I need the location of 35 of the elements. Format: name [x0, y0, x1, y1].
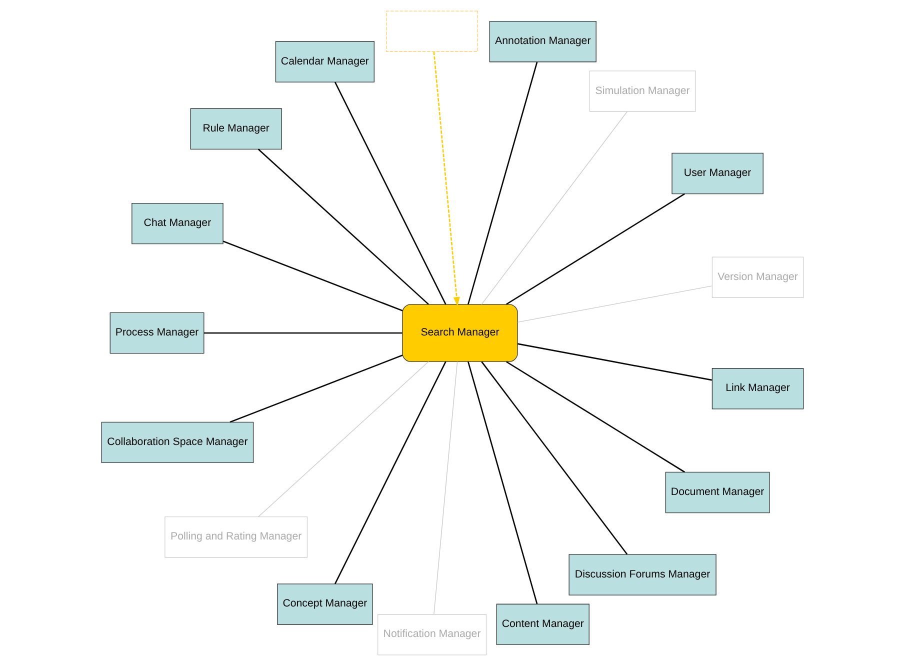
connector — [467, 361, 538, 604]
node-box: Chat Manager — [131, 202, 223, 244]
node-box: Search Manager — [402, 304, 518, 362]
connector — [257, 148, 428, 305]
node-box: Simulation Manager — [588, 70, 696, 112]
node-box: User Manager — [671, 152, 763, 194]
connector — [222, 240, 402, 312]
connector — [480, 111, 627, 305]
connector — [334, 361, 446, 584]
connector — [480, 361, 628, 555]
connector — [258, 361, 428, 518]
connector — [517, 343, 712, 381]
arrow — [432, 52, 460, 306]
node-box: Polling and Rating Manager — [164, 516, 308, 558]
connector — [516, 286, 712, 323]
connector — [467, 62, 538, 305]
node-box: Collaboration Space Manager — [100, 422, 254, 464]
connector — [334, 82, 446, 305]
connector — [506, 361, 685, 473]
node-box: Version Manager — [711, 256, 804, 298]
node-box: Discussion Forums Manager — [568, 554, 716, 596]
node-box: Link Manager — [711, 368, 804, 410]
connector — [204, 332, 402, 334]
node-box: Rule Manager — [190, 108, 282, 150]
node-box: Calendar Manager — [274, 41, 374, 82]
connector — [506, 193, 685, 305]
connector — [229, 354, 402, 423]
node-box: Process Manager — [109, 312, 204, 354]
connector — [433, 361, 458, 614]
node-box: Document Manager — [664, 472, 770, 514]
node-box: Notification Manager — [377, 614, 486, 656]
node-box: Content Manager — [496, 604, 589, 645]
node-box: Annotation Manager — [488, 20, 596, 62]
node-box: Concept Manager — [276, 584, 372, 625]
node-box — [386, 10, 478, 52]
